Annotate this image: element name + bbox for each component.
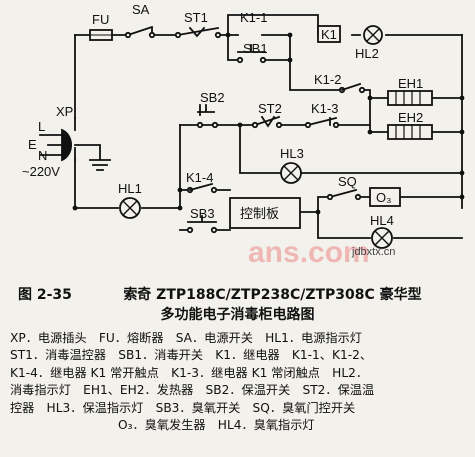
heater-eh1 — [387, 90, 433, 106]
watermark: ans.com — [248, 236, 370, 269]
figure-caption: 图 2-35 索奇 ZTP188C/ZTP238C/ZTP308C 豪华型 多功… — [0, 285, 475, 325]
legend-line: K1-4．继电器 K1 常开触点 K1-3．继电器 K1 常闭触点 HL2． — [10, 365, 369, 380]
junction-dot — [459, 170, 465, 176]
button-sb3 — [187, 215, 217, 223]
legend-line: 控器 HL3．保温指示灯 SB3．臭氧开关 SQ．臭氧门控开关 — [10, 400, 356, 415]
caption-line-1: 索奇 ZTP188C/ZTP238C/ZTP308C 豪华型 — [123, 287, 422, 303]
label-hl1: HL1 — [118, 181, 142, 196]
label-e: E — [28, 137, 37, 152]
legend-line: XP．电源插头 FU．熔断器 SA．电源开关 HL1．电源指示灯 — [10, 331, 362, 345]
ground-icon — [74, 144, 111, 171]
wire-hl3 — [239, 124, 463, 174]
control-board — [229, 197, 301, 229]
wire-heaters — [369, 34, 463, 209]
label-sa: SA — [132, 2, 150, 17]
wire-bottom — [74, 124, 463, 239]
junction-dot — [177, 205, 183, 211]
junction-dot — [367, 129, 373, 135]
label-sq: SQ — [338, 174, 357, 189]
switch-sq — [328, 188, 358, 199]
label-n: N — [38, 148, 47, 163]
label-k1-1: K1-1 — [240, 10, 267, 25]
thermostat-st1 — [176, 26, 220, 38]
junction-dot — [315, 209, 321, 215]
circuit-diagram: ans.com jdbxtx.cn FU SA ST1 K1-1 K1 SB1 … — [22, 2, 465, 269]
legend: XP．电源插头 FU．熔断器 SA．电源开关 HL1．电源指示灯 ST1．消毒温… — [10, 330, 468, 434]
junction-dot — [177, 187, 183, 193]
label-sb1: SB1 — [243, 41, 268, 56]
label-fu: FU — [92, 12, 109, 27]
junction-dot — [287, 57, 293, 63]
junction-dot — [459, 194, 465, 200]
thermostat-st2 — [253, 115, 281, 128]
label-control-board: 控制板 — [240, 207, 279, 222]
label-sb2: SB2 — [200, 90, 225, 105]
label-eh2: EH2 — [398, 110, 423, 125]
heater-eh2 — [387, 124, 433, 140]
junction-dot — [459, 129, 465, 135]
label-k1-box: K1 — [321, 27, 337, 42]
junction-dot — [459, 95, 465, 101]
label-o3: O₃ — [376, 190, 391, 205]
label-k1-3: K1-3 — [311, 101, 338, 116]
label-hl3: HL3 — [280, 146, 304, 161]
caption-line-2: 多功能电子消毒柜电路图 — [160, 307, 315, 323]
wire-sb2 — [179, 104, 371, 126]
ozone-generator — [369, 187, 401, 207]
button-sb1 — [237, 44, 266, 53]
watermark-url: jdbxtx.cn — [351, 246, 395, 258]
contact-k1-4 — [188, 182, 214, 192]
junction-dot — [72, 205, 78, 211]
wire-top — [74, 14, 463, 36]
junction-dot — [287, 32, 293, 38]
label-l: L — [38, 119, 45, 134]
figure-number: 图 2-35 — [18, 287, 72, 303]
label-xp: XP — [56, 104, 73, 119]
legend-line: 消毒指示灯 EH1、EH2．发热器 SB2．保温开关 ST2．保温温 — [10, 383, 375, 398]
contact-k1-3 — [306, 116, 338, 127]
label-k1-4: K1-4 — [186, 170, 213, 185]
label-k1-2: K1-2 — [314, 72, 341, 87]
label-sb3: SB3 — [190, 206, 215, 221]
button-sb2 — [197, 104, 215, 113]
label-st1: ST1 — [184, 10, 208, 25]
legend-line: ST1．消毒温控器 SB1．消毒开关 K1．继电器 K1-1、K1-2、 — [10, 348, 373, 363]
junction-dot — [367, 95, 373, 101]
legend-line: O₃．臭氧发生器 HL4．臭氧指示灯 — [118, 418, 315, 433]
junction-dot — [225, 32, 231, 38]
plug-xp — [61, 128, 73, 162]
label-hl2: HL2 — [355, 46, 379, 61]
label-hl4: HL4 — [370, 213, 394, 228]
label-voltage: ~220V — [22, 164, 60, 179]
label-eh1: EH1 — [398, 76, 423, 91]
junction-dot — [237, 122, 243, 128]
relay-k1-box — [317, 25, 341, 43]
switch-sa — [126, 25, 154, 37]
label-st2: ST2 — [258, 101, 282, 116]
